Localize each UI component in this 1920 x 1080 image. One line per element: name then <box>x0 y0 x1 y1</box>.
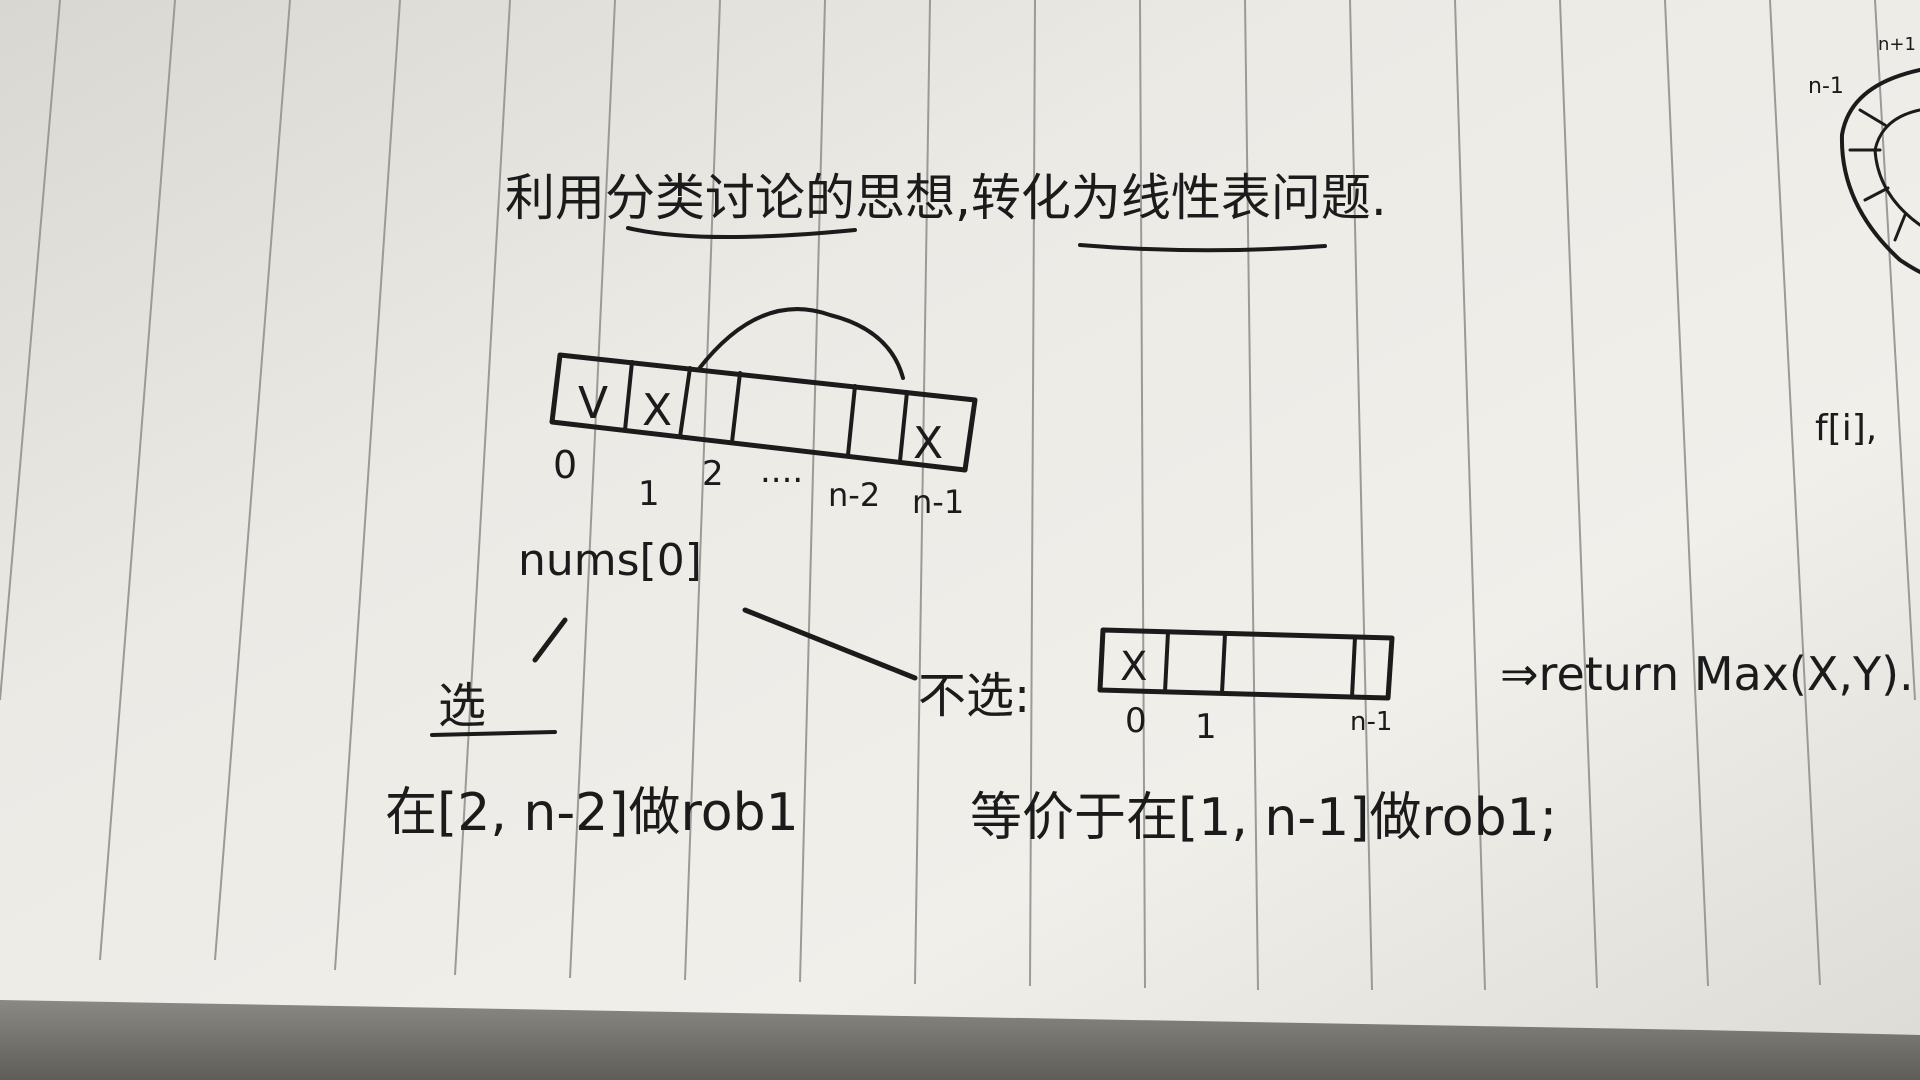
branch-select-label: 选 <box>438 678 486 734</box>
array-bottom-divider <box>1220 632 1227 695</box>
array-top-divider <box>730 371 742 444</box>
array-top-cell-0: V <box>578 378 608 429</box>
array-bottom: X 0 1 n-1 <box>1097 627 1395 747</box>
note-title: 利用分类讨论的思想,转化为线性表问题. <box>505 169 1387 227</box>
margin-sketch: n-1 n+1 f[i], <box>1808 34 1920 449</box>
array-top-index-1: 1 <box>638 474 660 514</box>
array-top-arc <box>696 307 905 380</box>
title-underline-1 <box>626 226 857 239</box>
array-bottom-outline <box>1097 627 1395 701</box>
array-bottom-divider <box>1163 630 1170 694</box>
branch-not-select-label: 不选: <box>918 668 1030 724</box>
array-top-index-n-1: n-1 <box>912 483 964 521</box>
array-bottom-index-1: 1 <box>1195 707 1217 747</box>
select-underline <box>430 730 557 737</box>
margin-label-f: f[i], <box>1815 408 1877 449</box>
array-bottom-cell-0: X <box>1120 644 1147 690</box>
branch-line-not-select <box>742 607 918 681</box>
array-top-divider <box>846 384 857 457</box>
array-top-index-2: 2 <box>702 454 724 494</box>
margin-spoke <box>1858 108 1887 127</box>
paper-sheet <box>0 0 1920 1035</box>
margin-spoke <box>1863 186 1890 202</box>
array-top-index-dots: .... <box>760 451 803 491</box>
array-bottom-index-0: 0 <box>1125 701 1147 741</box>
margin-circle-arc <box>1839 68 1920 274</box>
array-top-outline <box>549 352 978 473</box>
array-top-cell-6: X <box>913 418 943 469</box>
array-top: V X X 0 1 2 .... n-2 n-1 <box>549 307 978 521</box>
array-top-divider <box>678 366 692 439</box>
select-result-text: 在[2, n-2]做rob1 <box>385 783 799 843</box>
array-top-divider <box>898 390 909 463</box>
array-top-divider <box>623 360 634 432</box>
margin-spoke <box>1893 213 1907 242</box>
return-text: ⇒return Max(X,Y). <box>1500 647 1914 701</box>
array-bottom-divider <box>1350 635 1357 699</box>
array-top-index-n-2: n-2 <box>828 476 880 514</box>
array-top-cell-1: X <box>642 385 672 436</box>
branch-line-select <box>532 617 568 663</box>
not-select-result-text: 等价于在[1, n-1]做rob1; <box>970 788 1557 848</box>
margin-label-n-1: n-1 <box>1808 74 1844 99</box>
array-top-index-0: 0 <box>553 443 577 487</box>
nums-label: nums[0] <box>518 535 702 586</box>
ruled-lines <box>0 0 1916 991</box>
title-underline-2 <box>1078 243 1327 253</box>
margin-label-n-plus-1: n+1 <box>1878 34 1916 55</box>
array-bottom-index-n-1: n-1 <box>1350 707 1392 737</box>
